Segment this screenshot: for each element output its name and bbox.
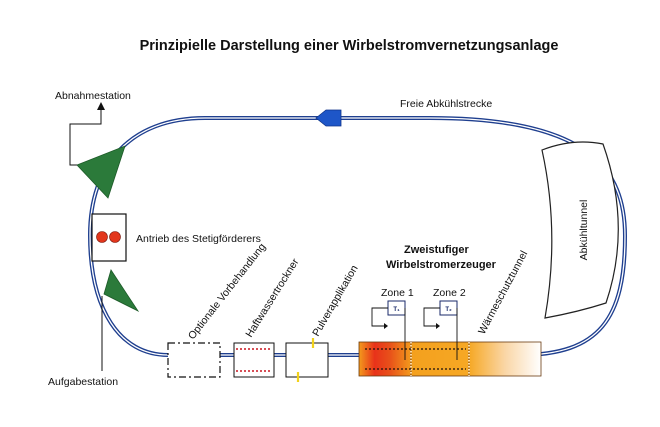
- t1-connector: [371, 307, 388, 327]
- abnahme-arrowhead: [97, 102, 105, 110]
- abnahme-flow-line: [69, 108, 102, 166]
- aufgabe-triangle: [103, 269, 140, 313]
- box-pulverapplikation: [285, 342, 329, 378]
- label-zone1: Zone 1: [381, 287, 414, 299]
- label-abnahmestation: Abnahmestation: [55, 90, 131, 102]
- label-pulverapplikation: Pulverapplikation: [310, 263, 360, 338]
- label-freie-abkuehlstrecke: Freie Abkühlstrecke: [400, 98, 492, 110]
- abkuehltunnel: [541, 141, 619, 319]
- abnahme-triangle: [76, 145, 126, 199]
- label-antrieb: Antrieb des Stetigförderers: [136, 233, 261, 245]
- label-generator-line2: Wirbelstromerzeuger: [386, 259, 497, 271]
- zone1-block: [358, 341, 412, 377]
- zone2-block: [410, 341, 470, 377]
- drive-wheel-right: [109, 231, 121, 243]
- box-optionale-vorbehandlung: [167, 342, 221, 378]
- label-generator-line1: Zweistufiger: [404, 244, 470, 256]
- box-haftwassertrockner: [233, 342, 275, 378]
- waermeschutztunnel-block: [468, 341, 542, 377]
- diagram-title: Prinzipielle Darstellung einer Wirbelstr…: [140, 38, 559, 54]
- conveyor-loop: [87, 116, 628, 357]
- t2-sensor-label: T₂: [445, 307, 452, 313]
- label-zone2: Zone 2: [433, 287, 466, 299]
- t1-sensor-label: T₁: [393, 307, 400, 313]
- t2-connector: [423, 307, 440, 327]
- generator-block: [358, 341, 542, 377]
- label-abkuehltunnel: Abkühltunnel: [578, 200, 590, 261]
- label-aufgabestation: Aufgabestation: [48, 376, 118, 388]
- conveyor-direction-arrow: [315, 109, 342, 127]
- drive-wheel-left: [96, 231, 108, 243]
